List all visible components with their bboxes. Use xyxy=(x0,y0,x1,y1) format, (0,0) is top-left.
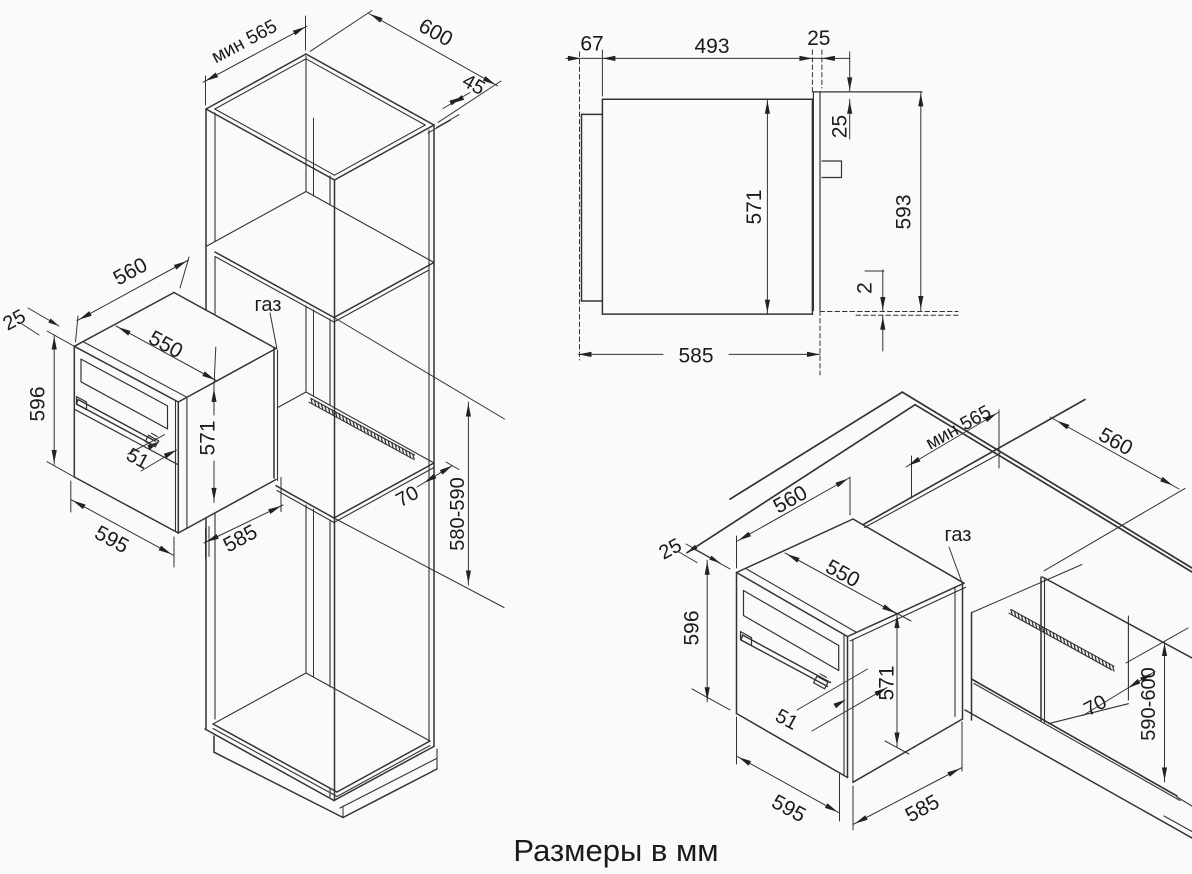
svg-text:2: 2 xyxy=(853,282,876,294)
svg-text:571: 571 xyxy=(196,420,219,455)
svg-text:газ: газ xyxy=(945,524,972,546)
svg-text:25: 25 xyxy=(807,27,830,50)
svg-text:газ: газ xyxy=(255,294,282,316)
svg-text:580-590: 580-590 xyxy=(447,477,469,550)
svg-text:593: 593 xyxy=(892,194,915,229)
svg-text:Размеры в мм: Размеры в мм xyxy=(513,833,718,868)
svg-text:585: 585 xyxy=(678,344,713,367)
svg-text:596: 596 xyxy=(680,610,703,645)
svg-text:596: 596 xyxy=(26,386,49,421)
svg-text:571: 571 xyxy=(743,189,766,224)
svg-text:25: 25 xyxy=(828,115,851,138)
svg-text:67: 67 xyxy=(580,32,603,55)
svg-text:493: 493 xyxy=(694,35,729,58)
svg-text:571: 571 xyxy=(875,665,898,700)
svg-text:590-600: 590-600 xyxy=(1138,667,1160,740)
